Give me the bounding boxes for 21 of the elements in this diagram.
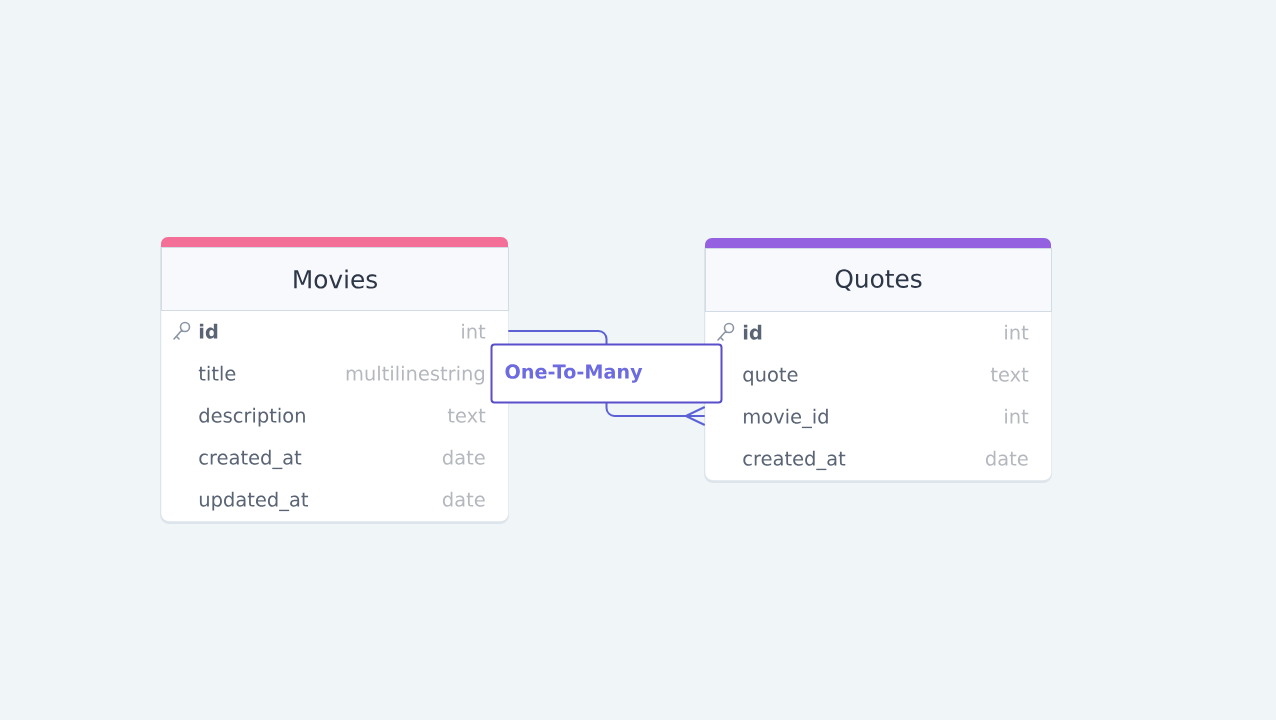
column-type: text bbox=[990, 367, 1029, 382]
column-name: created_at bbox=[199, 449, 302, 470]
column-name: updated_at bbox=[199, 491, 309, 512]
column-type: int bbox=[1005, 324, 1029, 340]
column-name: id bbox=[743, 324, 762, 340]
column-name: title bbox=[198, 365, 236, 381]
column-type: int bbox=[462, 323, 486, 339]
column-name: description bbox=[199, 407, 305, 427]
column-name: id bbox=[199, 323, 218, 339]
column-type: date bbox=[442, 491, 485, 507]
column-type: date bbox=[442, 449, 485, 465]
column-type: date bbox=[985, 450, 1028, 466]
table-header: Movies bbox=[161, 247, 509, 311]
table-header: Quotes bbox=[705, 248, 1052, 312]
column-name: created_at bbox=[743, 450, 846, 471]
edge-label: One-To-Many bbox=[490, 343, 723, 404]
column-name: quote bbox=[743, 367, 798, 386]
column-type: text bbox=[447, 408, 486, 423]
column-name: movie_id bbox=[744, 408, 828, 429]
column-type: int bbox=[1005, 408, 1029, 424]
column-type: multilinestring bbox=[346, 365, 484, 385]
